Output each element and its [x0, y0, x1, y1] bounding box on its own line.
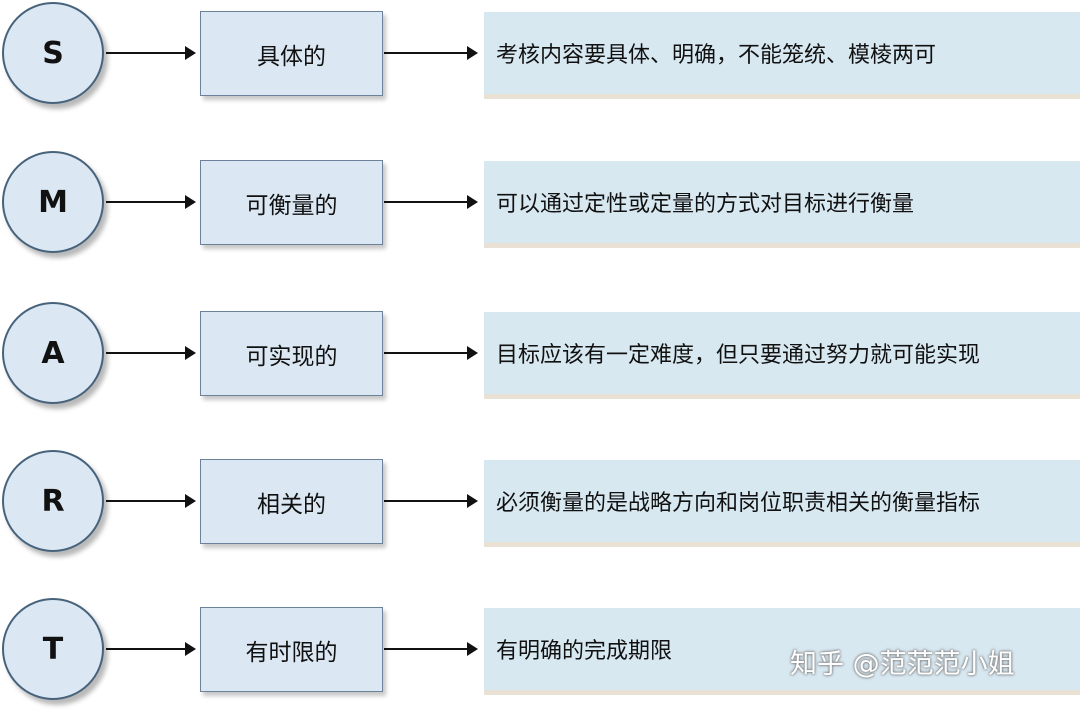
arrow-to-description: [384, 494, 478, 508]
criterion-name-box: 有时限的: [200, 607, 383, 692]
criterion-name: 可衡量的: [245, 192, 338, 219]
letter-circle: T: [2, 598, 104, 700]
arrow-to-name: [106, 346, 196, 360]
criterion-name-box: 可衡量的: [200, 160, 383, 245]
letter-label: A: [41, 335, 65, 371]
criterion-description-box: 可以通过定性或定量的方式对目标进行衡量: [484, 161, 1080, 243]
smart-row-s: S 具体的 考核内容要具体、明确，不能笼统、模棱两可: [0, 2, 1080, 112]
arrow-to-description: [384, 195, 478, 209]
letter-label: M: [38, 184, 68, 220]
letter-circle: A: [2, 302, 104, 404]
criterion-description-box: 目标应该有一定难度，但只要通过努力就可能实现: [484, 312, 1080, 394]
criterion-name-box: 可实现的: [200, 311, 383, 396]
arrow-to-name: [106, 642, 196, 656]
criterion-description-box: 有明确的完成期限: [484, 608, 1080, 690]
criterion-name-box: 具体的: [200, 11, 383, 96]
criterion-description: 必须衡量的是战略方向和岗位职责相关的衡量指标: [496, 491, 981, 516]
letter-circle: M: [2, 151, 104, 253]
smart-row-r: R 相关的 必须衡量的是战略方向和岗位职责相关的衡量指标: [0, 450, 1080, 560]
smart-row-a: A 可实现的 目标应该有一定难度，但只要通过努力就可能实现: [0, 302, 1080, 412]
letter-label: T: [42, 631, 64, 667]
smart-row-t: T 有时限的 有明确的完成期限: [0, 598, 1080, 708]
arrow-to-description: [384, 346, 478, 360]
letter-label: R: [41, 483, 65, 519]
criterion-description: 可以通过定性或定量的方式对目标进行衡量: [496, 192, 915, 217]
criterion-description: 目标应该有一定难度，但只要通过努力就可能实现: [496, 343, 981, 368]
criterion-name-box: 相关的: [200, 459, 383, 544]
criterion-description-box: 必须衡量的是战略方向和岗位职责相关的衡量指标: [484, 460, 1080, 542]
criterion-name: 有时限的: [245, 639, 338, 666]
criterion-description-box: 考核内容要具体、明确，不能笼统、模棱两可: [484, 12, 1080, 94]
arrow-to-description: [384, 642, 478, 656]
criterion-name: 具体的: [257, 43, 326, 70]
arrow-to-name: [106, 46, 196, 60]
watermark: 知乎 @范范范小姐: [790, 649, 1015, 680]
letter-label: S: [42, 35, 64, 71]
arrow-to-name: [106, 494, 196, 508]
arrow-to-description: [384, 46, 478, 60]
criterion-description: 考核内容要具体、明确，不能笼统、模棱两可: [496, 43, 937, 68]
arrow-to-name: [106, 195, 196, 209]
letter-circle: S: [2, 2, 104, 104]
smart-row-m: M 可衡量的 可以通过定性或定量的方式对目标进行衡量: [0, 151, 1080, 261]
criterion-name: 可实现的: [245, 343, 338, 370]
criterion-description: 有明确的完成期限: [496, 639, 673, 664]
criterion-name: 相关的: [257, 491, 326, 518]
letter-circle: R: [2, 450, 104, 552]
